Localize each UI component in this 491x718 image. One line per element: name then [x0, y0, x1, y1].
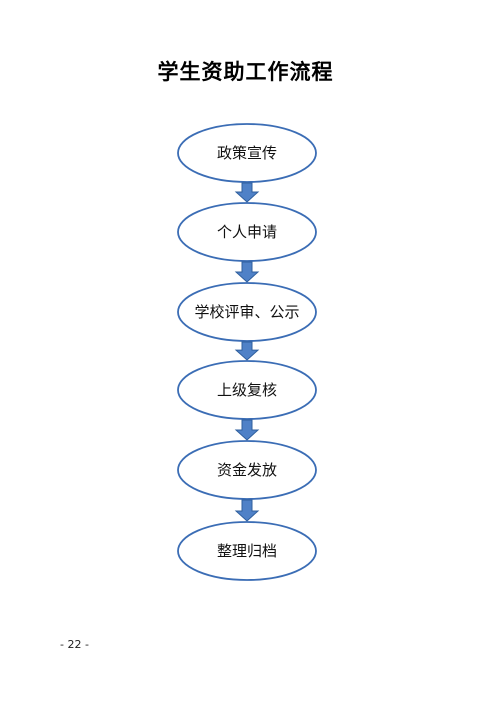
flow-arrows: [234, 182, 260, 522]
page-number: - 22 -: [60, 638, 89, 651]
flow-node-label: 上级复核: [217, 381, 277, 399]
flow-node-ellipse: [177, 282, 317, 342]
flow-arrow-down-icon: [234, 341, 260, 361]
flow-arrow-down-icon: [234, 499, 260, 522]
flow-step-4: 上级复核: [177, 360, 317, 420]
flow-node-label: 学校评审、公示: [194, 303, 299, 321]
flow-arrow-down-icon: [234, 182, 260, 203]
flow-node-label: 资金发放: [217, 461, 277, 479]
flow-node-ellipse: [177, 123, 317, 183]
flow-node-ellipse: [177, 440, 317, 500]
flow-node-label: 政策宣传: [217, 144, 277, 162]
flow-step-5: 资金发放: [177, 440, 317, 500]
flow-node-label: 个人申请: [217, 223, 277, 241]
flow-node-ellipse: [177, 360, 317, 420]
flow-step-3: 学校评审、公示: [177, 282, 317, 342]
flow-arrow-down-icon: [234, 419, 260, 441]
flow-arrow-down-icon: [234, 261, 260, 283]
flow-step-2: 个人申请: [177, 202, 317, 262]
flow-node-label: 整理归档: [217, 542, 277, 560]
flow-node-ellipse: [177, 521, 317, 581]
page-title: 学生资助工作流程: [157, 59, 334, 84]
flow-step-1: 政策宣传: [177, 123, 317, 183]
flow-step-6: 整理归档: [177, 521, 317, 581]
flow-node-ellipse: [177, 202, 317, 262]
